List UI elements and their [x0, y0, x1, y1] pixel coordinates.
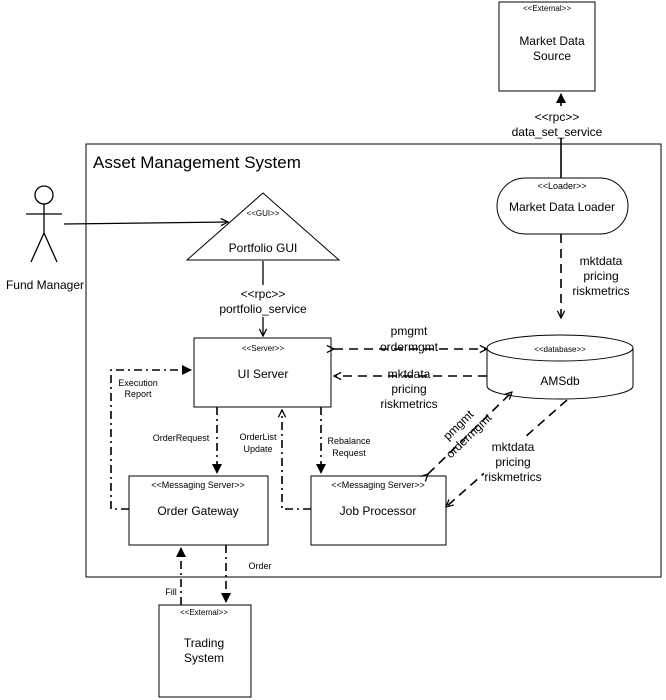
portfolio-gui-stereotype: <<GUI>> [247, 209, 280, 218]
portfolio-service-stereotype: <<rpc>> [241, 287, 286, 301]
ui-server-label: UI Server [238, 367, 289, 381]
portfolio-gui-node[interactable]: <<GUI>> Portfolio GUI [185, 192, 341, 261]
ui-to-db-label-2: ordermgmt [380, 340, 439, 354]
system-title: Asset Management System [93, 153, 301, 172]
jp-to-db-connector [428, 392, 512, 474]
trading-system-line2: System [184, 651, 224, 665]
data-set-service-label: data_set_service [512, 125, 603, 139]
db-to-ui-label-3: riskmetrics [380, 397, 437, 411]
order-label: Order [248, 561, 271, 571]
job-processor-label: Job Processor [340, 504, 417, 518]
trading-system-stereotype: <<External>> [180, 608, 228, 617]
rebalance-request-label-2: Request [332, 448, 366, 458]
fill-label: Fill [165, 587, 177, 597]
orderlist-update-connector [282, 410, 311, 510]
market-data-loader-node[interactable]: <<Loader>> Market Data Loader [496, 177, 629, 235]
rebalance-request-label-1: Rebalance [327, 436, 370, 446]
job-processor-stereotype: <<Messaging Server>> [331, 480, 425, 490]
order-gateway-stereotype: <<Messaging Server>> [151, 480, 245, 490]
job-processor-node[interactable]: <<Messaging Server>> Job Processor [310, 475, 447, 546]
ui-server-stereotype: <<Server>> [242, 344, 285, 353]
market-data-source-line1: Market Data [519, 34, 585, 48]
market-data-source-stereotype: <<External>> [523, 4, 571, 13]
amsdb-stereotype: <<database>> [534, 345, 586, 354]
loader-to-db-label-2: pricing [583, 269, 618, 283]
data-set-service-stereotype: <<rpc>> [535, 110, 580, 124]
loader-to-db-label-1: mktdata [580, 254, 623, 268]
db-to-jp-label-1: mktdata [492, 440, 535, 454]
order-gateway-node[interactable]: <<Messaging Server>> Order Gateway [128, 475, 269, 546]
loader-to-db-label-3: riskmetrics [572, 284, 629, 298]
orderlist-update-label-2: Update [243, 444, 272, 454]
db-to-ui-label-1: mktdata [388, 367, 431, 381]
execution-report-label-1: Execution [118, 378, 158, 388]
market-data-loader-label: Market Data Loader [509, 200, 615, 214]
portfolio-service-label: portfolio_service [219, 302, 307, 316]
trading-system-line1: Trading [184, 636, 224, 650]
market-data-source-line2: Source [533, 49, 571, 63]
amsdb-label: AMSdb [540, 374, 580, 388]
portfolio-gui-label: Portfolio GUI [229, 241, 298, 255]
amsdb-node[interactable]: <<database>> AMSdb [486, 334, 634, 400]
actor-to-gui-connector [63, 222, 228, 224]
fund-manager-label: Fund Manager [6, 278, 84, 292]
execution-report-label-2: Report [124, 389, 152, 399]
market-data-source-node[interactable]: <<External>> Market Data Source [498, 1, 596, 92]
fund-manager-actor[interactable] [26, 185, 62, 263]
ui-to-db-label-1: pmgmt [391, 324, 428, 338]
system-boundary [85, 143, 662, 578]
orderlist-update-label-1: OrderList [239, 432, 277, 442]
market-data-loader-stereotype: <<Loader>> [537, 181, 586, 191]
db-to-jp-label-3: riskmetrics [484, 470, 541, 484]
trading-system-node[interactable]: <<External>> Trading System [158, 604, 252, 698]
ui-server-node[interactable]: <<Server>> UI Server [193, 337, 332, 408]
order-gateway-label: Order Gateway [157, 504, 238, 518]
db-to-ui-label-2: pricing [391, 382, 426, 396]
order-request-label: OrderRequest [153, 433, 210, 443]
db-to-jp-label-2: pricing [495, 455, 530, 469]
